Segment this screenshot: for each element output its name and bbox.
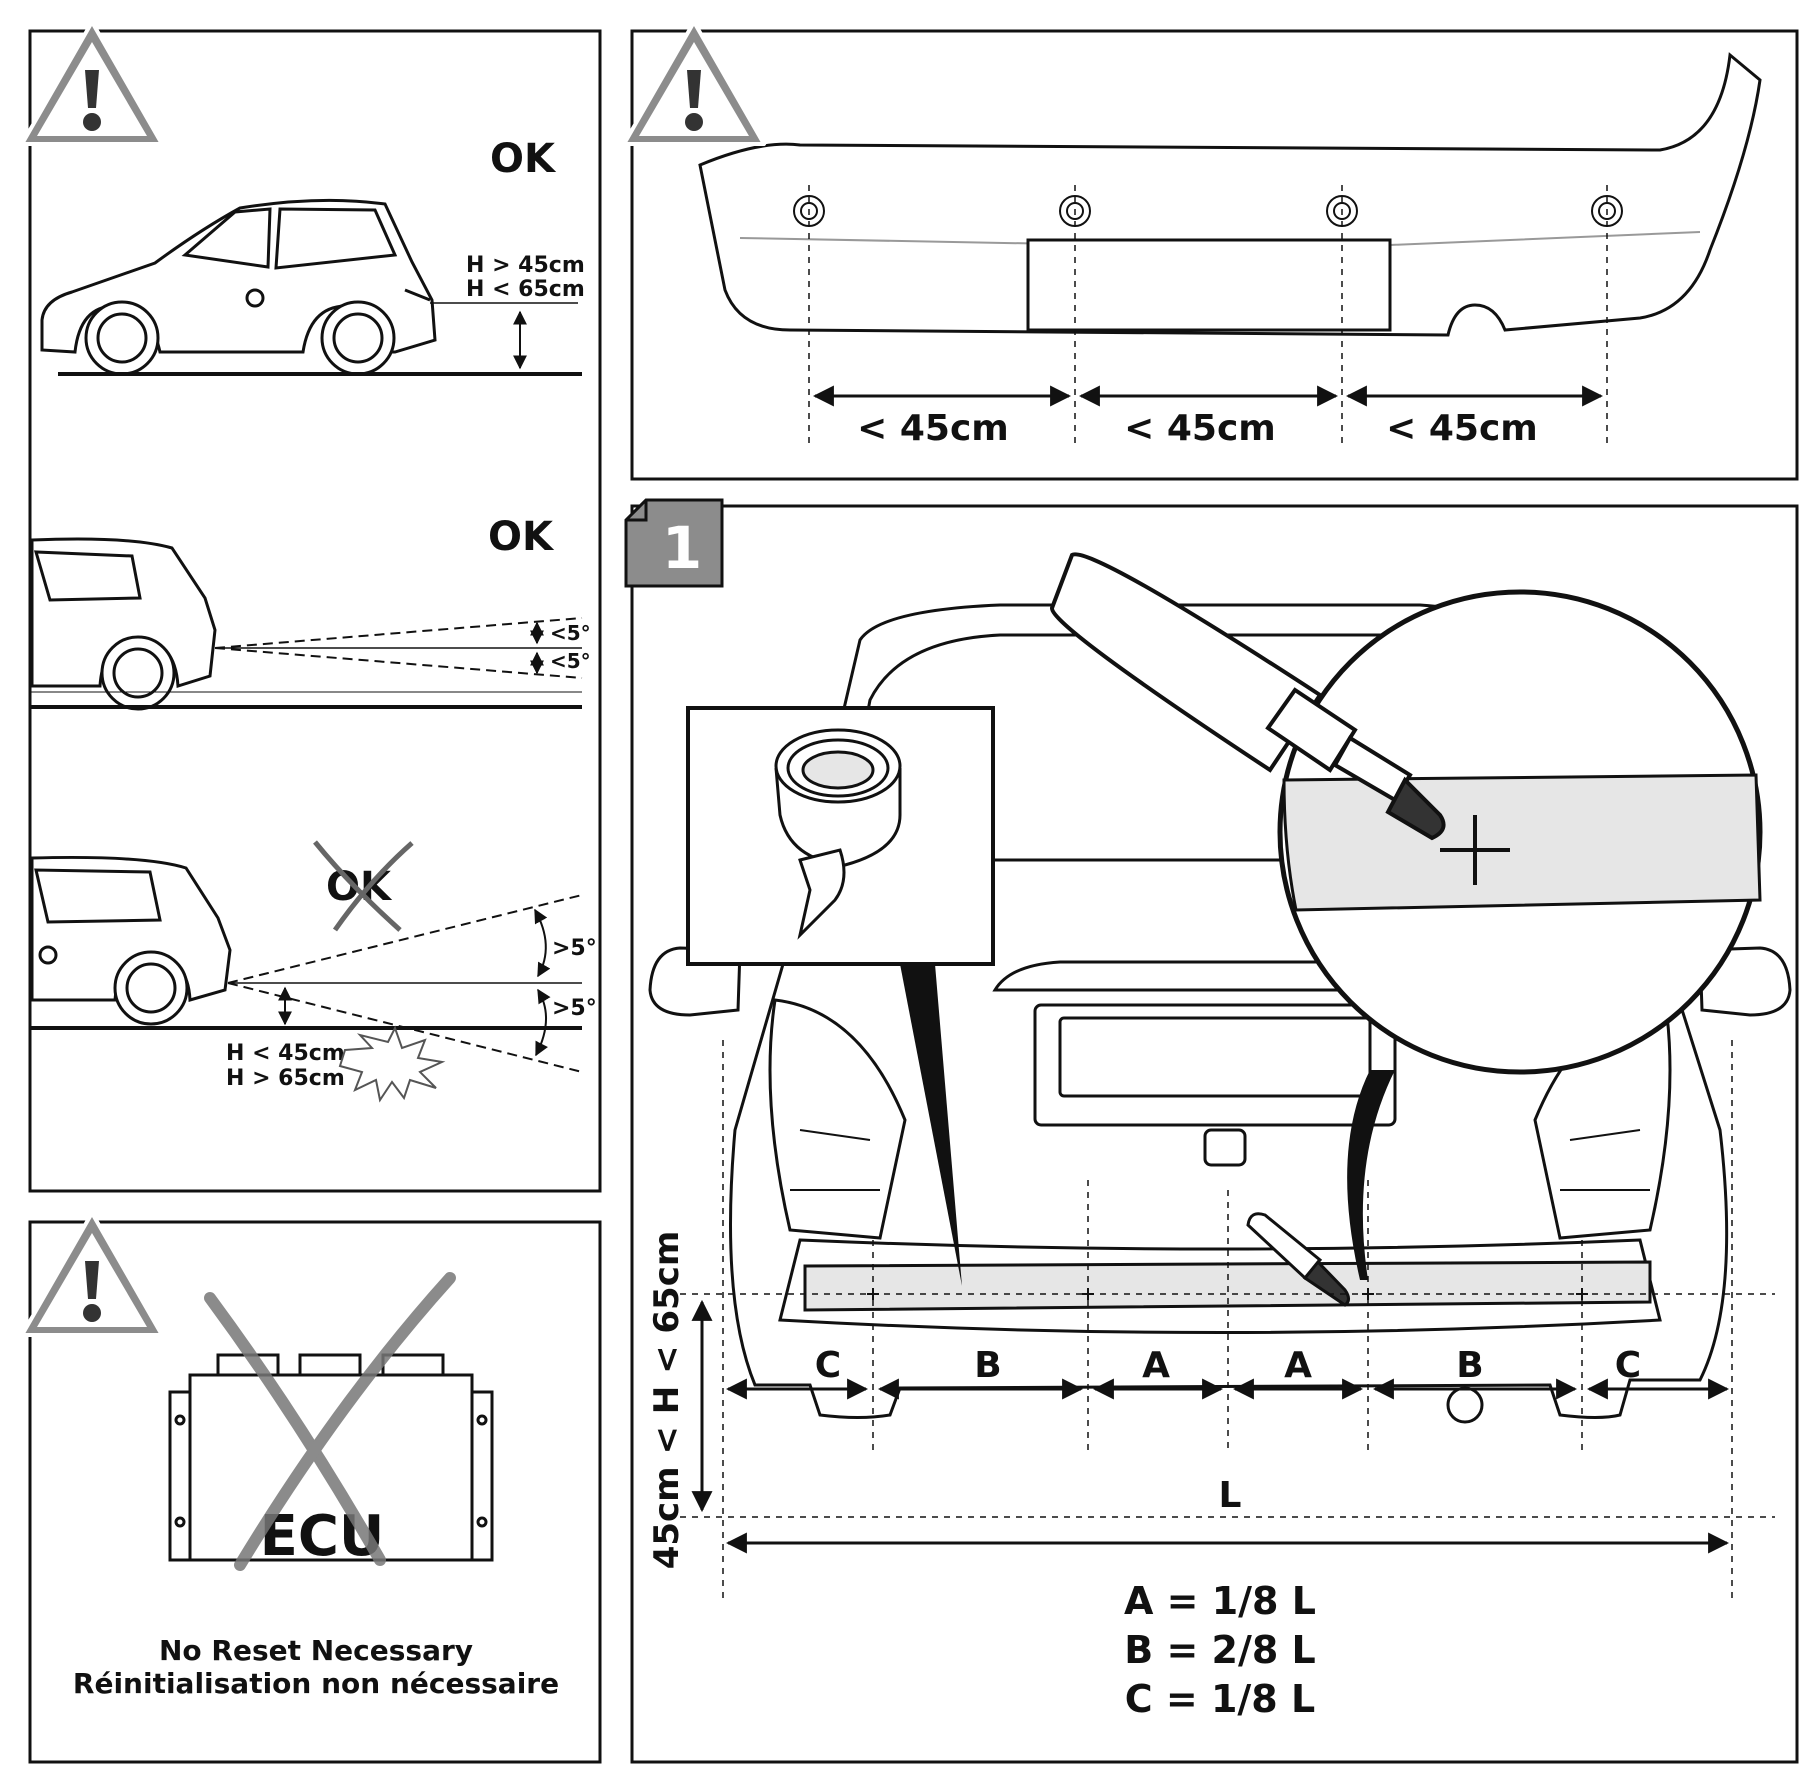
formula-b: B = 2/8 L: [1124, 1628, 1315, 1672]
segment-label-a-right: A: [1284, 1345, 1312, 1386]
spacing-label-1: < 45cm: [857, 408, 1009, 449]
no-reset-note-en: No Reset Necessary: [159, 1634, 473, 1667]
height-max-label: H < 65cm: [466, 277, 585, 302]
panel-step-1: 1: [626, 500, 1797, 1762]
subpanel-angle-ok: OK <5° <5°: [30, 514, 591, 709]
hatchback-rear-partial: [32, 539, 215, 709]
warning-triangle-icon: [22, 22, 162, 144]
formula-a: A = 1/8 L: [1124, 1579, 1316, 1623]
step-badge: 1: [626, 500, 722, 586]
spacing-label-3: < 45cm: [1386, 408, 1538, 449]
spacing-label-2: < 45cm: [1124, 408, 1276, 449]
total-width-label: L: [1219, 1475, 1242, 1516]
panel-ecu: ECU No Reset Necessary Réinitialisation …: [22, 1213, 600, 1762]
height-range-label: 45cm < H < 65cm: [647, 1231, 687, 1570]
segment-label-b-left: B: [974, 1345, 1001, 1386]
hatchback-side-view: [42, 200, 435, 374]
warning-triangle-icon-3: [624, 22, 764, 144]
impact-burst-icon: [340, 1028, 442, 1100]
height-high-label: H > 65cm: [226, 1066, 345, 1091]
subpanel-angle-bad: OK >5° >5° H < 45cm H > 65cm: [30, 842, 597, 1100]
angle-up-label: <5°: [550, 621, 591, 645]
angle-up-bad-label: >5°: [552, 936, 597, 961]
segment-label-c-right: C: [1615, 1345, 1641, 1386]
height-low-label: H < 45cm: [226, 1041, 345, 1066]
angle-down-bad-label: >5°: [552, 996, 597, 1021]
rear-bumper-outline: [700, 55, 1760, 335]
subpanel-correct-height: OK H > 45cm H < 65cm: [42, 136, 585, 374]
ok-label-2: OK: [488, 514, 555, 560]
no-reset-note-fr: Réinitialisation non nécessaire: [73, 1667, 559, 1700]
step-number: 1: [662, 514, 702, 582]
panel-sensor-spacing: < 45cm < 45cm < 45cm: [624, 22, 1797, 479]
panel-mounting-checks: OK H > 45cm H < 65cm OK: [22, 22, 600, 1191]
hatchback-rear-partial-2: [32, 857, 230, 1024]
segment-label-b-right: B: [1456, 1345, 1483, 1386]
segment-label-c-left: C: [815, 1345, 841, 1386]
warning-triangle-icon-2: [22, 1213, 162, 1335]
formula-c: C = 1/8 L: [1125, 1677, 1315, 1721]
ok-label: OK: [490, 136, 557, 182]
height-min-label: H > 45cm: [466, 253, 585, 278]
angle-down-label: <5°: [550, 649, 591, 673]
segment-label-a-left: A: [1142, 1345, 1170, 1386]
